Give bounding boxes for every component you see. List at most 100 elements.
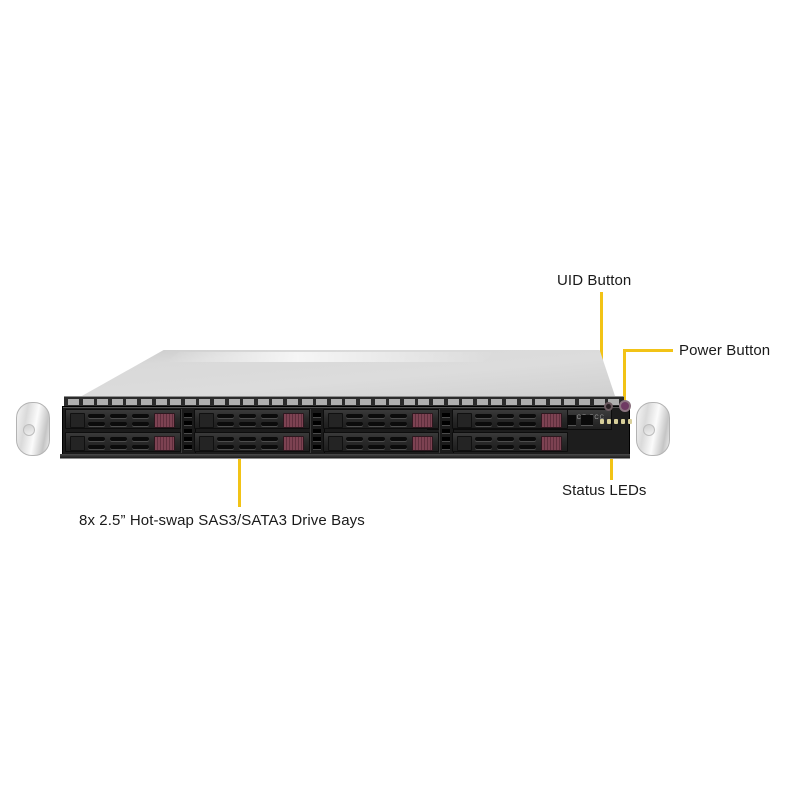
vent-tooth	[97, 399, 109, 405]
vent-tooth	[520, 399, 532, 405]
drive-bay-tray[interactable]	[65, 432, 181, 452]
vent-tooth	[316, 399, 328, 405]
vent-tooth	[155, 399, 167, 405]
rack-ear-right-notch	[643, 424, 655, 436]
divider-slot	[184, 413, 192, 417]
drive-tray-handle[interactable]	[457, 413, 472, 428]
drive-tray-latch[interactable]	[541, 436, 562, 451]
divider-slot	[184, 421, 192, 425]
uid-button[interactable]	[604, 402, 613, 411]
divider-slot	[184, 445, 192, 449]
front-bezel: CE FCC	[62, 406, 630, 456]
drive-bay-tray[interactable]	[452, 409, 568, 429]
drive-tray-vent	[390, 437, 407, 441]
drive-tray-vent	[239, 414, 256, 418]
status-led	[628, 418, 632, 424]
filler-plate-vent	[581, 415, 593, 425]
drive-tray-vent	[519, 414, 536, 418]
callout-label-status-leds: Status LEDs	[562, 482, 647, 499]
drive-bay-tray[interactable]	[65, 409, 181, 429]
drive-tray-vent	[261, 445, 278, 449]
chassis-base-rail	[60, 454, 630, 459]
vent-tooth	[564, 399, 576, 405]
vent-tooth	[111, 399, 123, 405]
drive-tray-vent	[110, 414, 127, 418]
drive-tray-vent	[390, 422, 407, 426]
chassis-top-cover-highlight	[166, 352, 496, 362]
bay-divider	[310, 409, 325, 453]
status-led	[621, 418, 625, 424]
drive-bay-group	[194, 409, 310, 453]
drive-tray-vent	[519, 437, 536, 441]
drive-bay-tray[interactable]	[323, 409, 439, 429]
drive-bay-tray[interactable]	[194, 409, 310, 429]
drive-tray-vent	[132, 414, 149, 418]
drive-tray-vent	[110, 445, 127, 449]
drive-tray-handle[interactable]	[328, 436, 343, 451]
drive-tray-vent	[239, 445, 256, 449]
drive-bay-group	[452, 409, 568, 453]
drive-bay-group	[65, 409, 181, 453]
drive-tray-vent	[110, 422, 127, 426]
drive-tray-vent	[132, 422, 149, 426]
drive-tray-vent	[132, 437, 149, 441]
drive-tray-handle[interactable]	[199, 413, 214, 428]
vent-tooth	[141, 399, 152, 405]
drive-tray-vent	[346, 437, 363, 441]
vent-tooth	[228, 399, 240, 405]
divider-slot	[442, 413, 450, 417]
drive-tray-handle[interactable]	[199, 436, 214, 451]
drive-tray-vent	[88, 414, 105, 418]
drive-tray-handle[interactable]	[457, 436, 472, 451]
drive-tray-vent	[261, 437, 278, 441]
divider-slot	[313, 421, 321, 425]
rack-ear-right	[636, 402, 670, 456]
drive-tray-handle[interactable]	[70, 436, 85, 451]
drive-tray-latch[interactable]	[283, 436, 304, 451]
drive-tray-vent	[497, 445, 514, 449]
divider-slot	[313, 429, 321, 433]
drive-bay-tray[interactable]	[194, 432, 310, 452]
bay-divider	[181, 409, 196, 453]
drive-tray-vent	[497, 414, 514, 418]
drive-bay-tray[interactable]	[452, 432, 568, 452]
leader-line-uid	[600, 292, 603, 405]
divider-slot	[442, 421, 450, 425]
vent-tooth	[608, 399, 620, 405]
drive-tray-latch[interactable]	[283, 413, 304, 428]
vent-tooth	[593, 399, 605, 405]
drive-tray-handle[interactable]	[328, 413, 343, 428]
callout-label-uid-button: UID Button	[557, 272, 632, 289]
chassis-top-vent-strip	[64, 396, 624, 408]
divider-slot	[313, 437, 321, 441]
callout-label-power-button: Power Button	[679, 342, 771, 359]
drive-tray-latch[interactable]	[154, 413, 175, 428]
drive-tray-vent	[261, 422, 278, 426]
drive-tray-vent	[346, 422, 363, 426]
drive-bay-tray[interactable]	[323, 432, 439, 452]
drive-tray-latch[interactable]	[541, 413, 562, 428]
divider-slot	[184, 429, 192, 433]
status-led	[614, 418, 618, 424]
drive-tray-vent	[88, 437, 105, 441]
drive-tray-handle[interactable]	[70, 413, 85, 428]
drive-tray-latch[interactable]	[154, 436, 175, 451]
leader-line-power-horizontal	[623, 349, 673, 352]
vent-tooth	[579, 399, 590, 405]
vent-tooth	[418, 399, 430, 405]
vent-tooth	[243, 399, 255, 405]
drive-tray-vent	[346, 414, 363, 418]
drive-tray-vent	[217, 437, 234, 441]
drive-tray-latch[interactable]	[412, 413, 433, 428]
server-chassis: CE FCC	[16, 350, 688, 460]
vent-tooth	[491, 399, 503, 405]
leader-line-power-vertical	[623, 349, 626, 405]
drive-bay-group	[323, 409, 439, 453]
vent-tooth	[330, 399, 342, 405]
drive-tray-latch[interactable]	[412, 436, 433, 451]
drive-tray-vent	[368, 414, 385, 418]
drive-tray-vent	[475, 414, 492, 418]
power-button[interactable]	[619, 400, 631, 412]
callout-label-drive-bays: 8x 2.5” Hot-swap SAS3/SATA3 Drive Bays	[79, 512, 365, 529]
vent-tooth	[272, 399, 284, 405]
